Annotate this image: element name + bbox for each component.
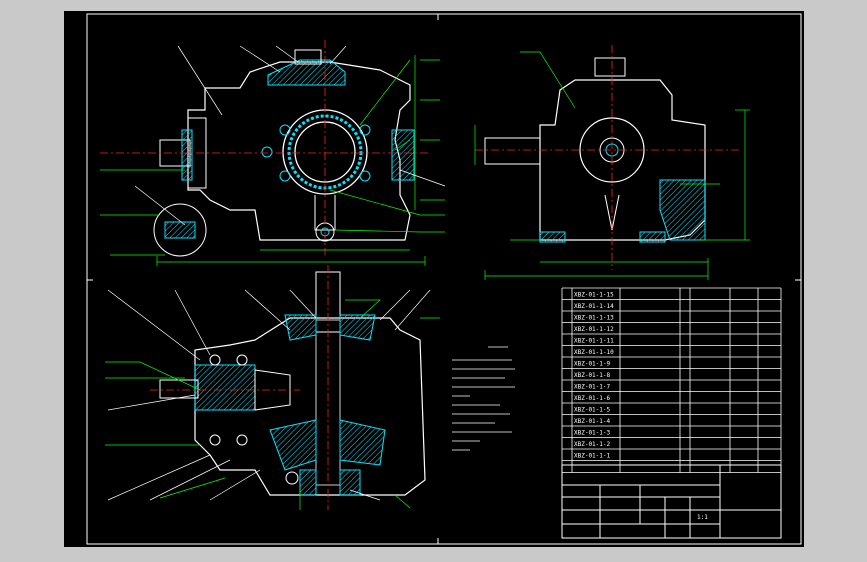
- front-view-dimensions: [100, 55, 445, 266]
- detail-view-circle: [153, 203, 207, 257]
- front-view-centerlines: [100, 40, 430, 255]
- side-view: [474, 45, 750, 280]
- front-view-bolts: [261, 124, 371, 182]
- vent-cap: [294, 49, 322, 65]
- bolt-icon: [359, 170, 371, 182]
- part-code-cell: XBZ-01-1-10: [574, 349, 614, 356]
- side-view-dimensions: [474, 51, 750, 280]
- side-base-section: [539, 231, 566, 243]
- lower-bearing-left: [299, 469, 317, 496]
- bolt-icon: [236, 354, 248, 366]
- bolt-icon: [209, 354, 221, 366]
- front-view: [100, 40, 446, 266]
- drawing-sheet: [64, 11, 804, 547]
- side-base-section-right: [639, 231, 666, 243]
- worm-icon: [254, 369, 291, 411]
- upper-bearing-cover-left: [284, 314, 317, 341]
- part-code-cell: XBZ-01-1-14: [574, 303, 614, 310]
- section-view-dimensions: [105, 299, 440, 510]
- bolt-icon: [285, 471, 299, 485]
- part-code-cell: XBZ-01-1-7: [574, 384, 611, 391]
- part-code-cell: XBZ-01-1-5: [574, 407, 611, 414]
- input-bearing-icon: [181, 129, 193, 181]
- bolt-icon: [359, 124, 371, 136]
- side-input-shaft-icon: [484, 137, 541, 165]
- section-view: [105, 265, 440, 510]
- part-code-cell: XBZ-01-1-12: [574, 326, 614, 333]
- worm-wheel-left-section: [269, 419, 317, 471]
- worm-wheel-right-section: [339, 419, 386, 466]
- side-foot-section: [659, 179, 706, 241]
- section-view-bolts: [209, 354, 299, 485]
- side-vent-cap: [594, 57, 626, 77]
- side-cover-section: [391, 129, 415, 181]
- bolt-icon: [279, 124, 291, 136]
- bolt-icon: [261, 146, 273, 158]
- part-code-cell: XBZ-01-1-4: [574, 418, 611, 425]
- part-code-cell: XBZ-01-1-15: [574, 292, 614, 299]
- detail-seal-section: [164, 221, 196, 239]
- top-cover-section: [267, 59, 346, 86]
- side-wheel-outer: [579, 117, 645, 183]
- section-view-leaders: [107, 289, 431, 501]
- scale-value: 1:1: [697, 514, 708, 521]
- drawing-frame: [86, 13, 802, 545]
- technical-requirements-block: [452, 346, 515, 451]
- front-view-leaders: [134, 45, 446, 226]
- part-code-cell: XBZ-01-1-13: [574, 315, 614, 322]
- part-code-cell: XBZ-01-1-8: [574, 372, 611, 379]
- part-code-cell: XBZ-01-1-11: [574, 338, 614, 345]
- bolt-icon: [236, 434, 248, 446]
- part-code-cell: XBZ-01-1-2: [574, 441, 611, 448]
- parts-list-table: XBZ-01-1-15XBZ-01-1-14XBZ-01-1-13XBZ-01-…: [561, 287, 782, 473]
- lower-bearing-right: [339, 469, 361, 496]
- bolt-icon: [209, 434, 221, 446]
- part-code-cell: XBZ-01-1-9: [574, 361, 611, 368]
- upper-bearing-cover-right: [339, 314, 376, 341]
- title-block-frame: [561, 464, 782, 539]
- rib: [314, 195, 336, 231]
- frame-zone-ticks: [87, 14, 801, 544]
- part-code-cell: XBZ-01-1-3: [574, 430, 611, 437]
- side-rib: [604, 194, 620, 231]
- side-view-centerlines: [475, 45, 740, 270]
- worm-bearing-housing: [194, 364, 256, 411]
- part-code-cell: XBZ-01-1-1: [574, 453, 611, 460]
- bolt-icon: [279, 170, 291, 182]
- part-code-cell: XBZ-01-1-6: [574, 395, 611, 402]
- section-view-centerlines: [150, 265, 329, 510]
- title-block: 1:1: [561, 464, 782, 539]
